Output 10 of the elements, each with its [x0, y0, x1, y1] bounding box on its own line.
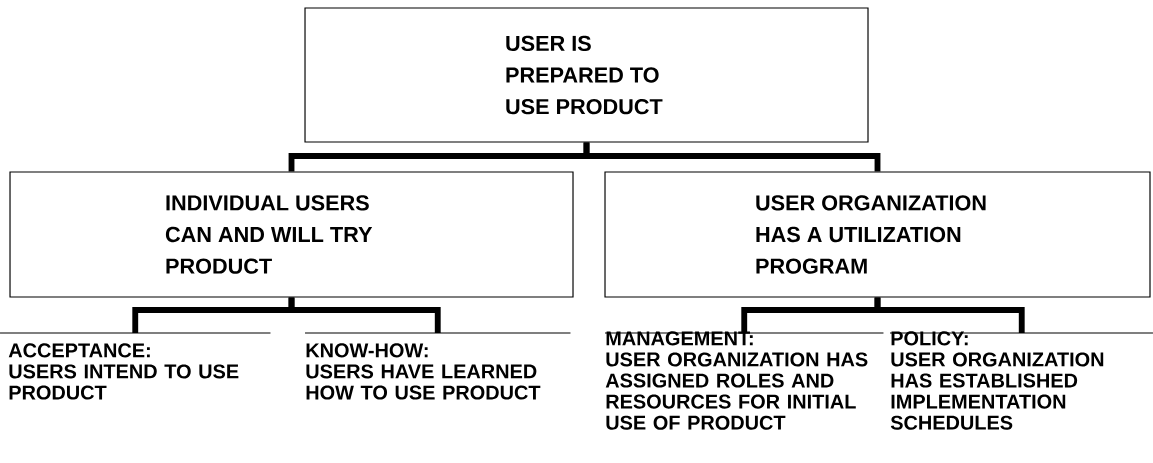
- labeled-rule: KNOW-HOW: USERS HAVE LEARNED HOW TO USE PRODUCT: [304, 332, 572, 400]
- text-box: INDIVIDUAL USERS CAN AND WILL TRY PRODUCT: [9, 171, 574, 298]
- text-box: USER ORGANIZATION HAS A UTILIZATION PROGRAM: [604, 171, 1151, 298]
- labeled-rule: MANAGEMENT: USER ORGANIZATION HAS ASSIGNED ROLES AND RESOURCES FOR INITIAL USE OF PRODUCT: [604, 331, 885, 430]
- text-box: USER IS PREPARED TO USE PRODUCT: [304, 7, 869, 143]
- labeled-rule: ACCEPTANCE: USERS INTEND TO USE PRODUCT: [0, 332, 272, 400]
- bracket-connector: [583, 142, 881, 172]
- labeled-rule: POLICY: USER ORGANIZATION HAS ESTABLISHED IMPLEMENTATION SCHEDULES: [889, 331, 1153, 430]
- bracket-connector: [874, 297, 1025, 333]
- bracket-connector: [288, 297, 441, 333]
